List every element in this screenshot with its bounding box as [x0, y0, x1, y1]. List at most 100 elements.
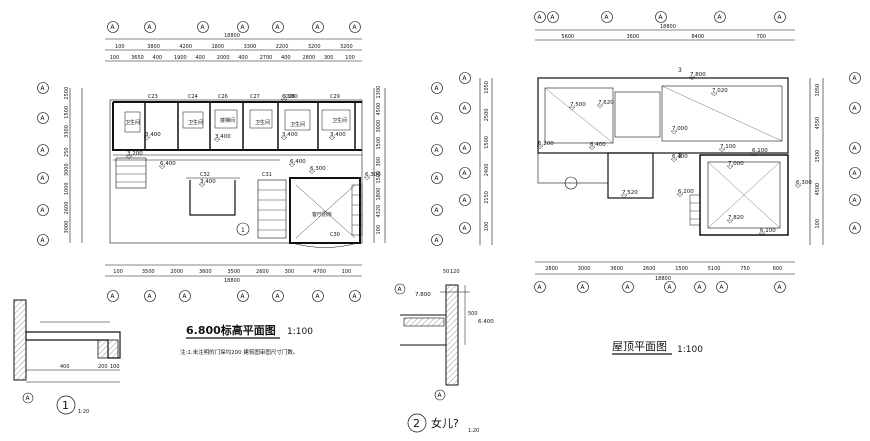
plan1-level-symbol	[328, 136, 336, 141]
plan1-left-bubble: A	[37, 234, 49, 246]
detail2-number: 2	[413, 417, 420, 430]
plan1-top-bubble-label: A	[200, 24, 205, 31]
plan2-bottom-bubble: A	[716, 281, 728, 293]
plan1-left-bubble-circle	[37, 144, 49, 156]
plan1-total-dim-bottom: 18800	[224, 278, 240, 284]
plan1-room-label: 卫生间	[290, 121, 305, 128]
detail1-number: 1	[62, 399, 69, 412]
plan1-level-mark: 6.300	[365, 172, 381, 178]
plan1-left-dim: 250	[64, 147, 70, 157]
plan2-top-bubble-label: A	[658, 14, 663, 21]
plan1-bottom-bubble-label: A	[240, 293, 245, 300]
plan1-bottom-bubble-circle	[237, 290, 249, 302]
plan1-left-bubble-circle	[37, 204, 49, 216]
plan1-top-bubble-label: A	[315, 24, 320, 31]
plan2-bottom-bubble: A	[774, 281, 786, 293]
plan1-bottom-dim: 3500	[228, 269, 241, 275]
plan2-level-symbol	[688, 76, 696, 81]
plan1-left-bubble-label: A	[40, 115, 45, 122]
plan2-scale: 1:100	[677, 345, 703, 355]
plan2-top-bubble-circle	[547, 11, 559, 23]
plan2-left-dim: 1050	[484, 81, 490, 94]
plan1-left-bubble-circle	[37, 112, 49, 124]
plan1-window-tag: C23	[148, 94, 158, 100]
plan2-bottom-bubble-circle	[694, 281, 706, 293]
plan2-level-symbol	[568, 106, 576, 111]
plan1-left-bubble: A	[37, 112, 49, 124]
plan1-top-dim2: 2800	[302, 55, 315, 61]
plan2-level-marks: 7.8007.6207.0207.5007.0006.4006.4007.100…	[536, 72, 812, 237]
plan1-window-tag: C27	[250, 94, 260, 100]
plan2-level-mark: 7.000	[728, 161, 744, 167]
detail1-scale: 1:20	[78, 409, 89, 415]
plan2-right-bubble-label: A	[852, 197, 857, 204]
plan1-top-bubble: A	[349, 21, 361, 33]
plan2-left-bubble: A	[459, 142, 471, 154]
plan1-right-bubble: A	[431, 204, 443, 216]
plan1-bottom-bubble: A	[107, 290, 119, 302]
plan1-right-dim: 100	[376, 225, 382, 235]
plan2-left-bubble-label: A	[462, 145, 467, 152]
plan1-top-bubble-circle	[272, 21, 284, 33]
plan2-bottom-bubble-label: A	[625, 284, 630, 291]
plan1-top-dim: 3800	[147, 44, 160, 50]
plan1-top-dim: 4200	[179, 44, 192, 50]
plan1-top-dim2: 300	[324, 55, 334, 61]
plan2-bottom-bubble-label: A	[580, 284, 585, 291]
plan1-level-symbol	[280, 136, 288, 141]
plan2-right-dim: 4500	[815, 183, 821, 196]
plan2-section-marker	[564, 176, 578, 190]
plan1-left-bubble-label: A	[40, 175, 45, 182]
plan2-level-symbol	[726, 219, 734, 224]
plan2-top-bubble-circle	[655, 11, 667, 23]
plan2-right-bubble-circle	[849, 72, 861, 84]
plan1-top-bubble: A	[237, 21, 249, 33]
plan2-bottom-dim: 3600	[610, 266, 623, 272]
plan1-left-dim: 2500	[64, 87, 70, 100]
plan2-bottom-dim: 600	[773, 266, 783, 272]
plan1-right-bubble-label: A	[434, 115, 439, 122]
plan1-top-bubble: A	[272, 21, 284, 33]
plan2-top-bubble-circle	[534, 11, 546, 23]
plan1-right-bubble: A	[431, 172, 443, 184]
detail2-number-circle	[407, 413, 427, 433]
plan1-room-labels: 卫生间卫生间楼梯间卫生间卫生间卫生间客厅厨房	[125, 117, 347, 218]
plan2-top-bubble: A	[601, 11, 613, 23]
plan1-bottom-bubble: A	[237, 290, 249, 302]
plan1-bottom-bubble-circle	[179, 290, 191, 302]
plan1-top-dim2: 100	[110, 55, 120, 61]
plan1-room-label: 卫生间	[332, 117, 347, 124]
plan2-level-mark: 6.400	[590, 142, 606, 148]
plan1-window-tag: C24	[188, 94, 198, 100]
plan1-left-bubble: A	[37, 204, 49, 216]
plan2-level-mark: 6.300	[796, 180, 812, 186]
plan1-right-bubble-label: A	[434, 147, 439, 154]
plan2-level-mark: 7.520	[622, 190, 638, 196]
plan1-bottom-bubble-circle	[349, 290, 361, 302]
plan1-bottom-dim: 2600	[256, 269, 269, 275]
plan2-right-bubble-label: A	[852, 170, 857, 177]
plan1-bottom-bubble: A	[312, 290, 324, 302]
plan1-right-bubble-circle	[431, 172, 443, 184]
plan2-bottom-dim: 5100	[708, 266, 721, 272]
plan1-section-number: 1	[241, 227, 245, 234]
plan1-bottom-bubble: A	[179, 290, 191, 302]
plan1-window-tag: C26	[218, 94, 228, 100]
plan1-top-bubble-label: A	[147, 24, 152, 31]
plan1-top-bubble: A	[107, 21, 119, 33]
plan1-top-dim2: 400	[153, 55, 163, 61]
plan2-dimension-lines	[479, 29, 824, 275]
plan2-total-dim-bottom: 18800	[655, 276, 671, 282]
plan2-left-bubble-circle	[459, 142, 471, 154]
plan2-right-bubble-circle	[849, 167, 861, 179]
detail1-dim-c: 100	[110, 364, 120, 370]
plan2-roof-outline	[537, 77, 789, 236]
plan1-bottom-bubble-label: A	[110, 293, 115, 300]
plan1-top-bubble-circle	[312, 21, 324, 33]
plan2-bottom-dim: 1500	[675, 266, 688, 272]
plan1-left-bubble-circle	[37, 82, 49, 94]
plan2-bottom-bubble: A	[622, 281, 634, 293]
